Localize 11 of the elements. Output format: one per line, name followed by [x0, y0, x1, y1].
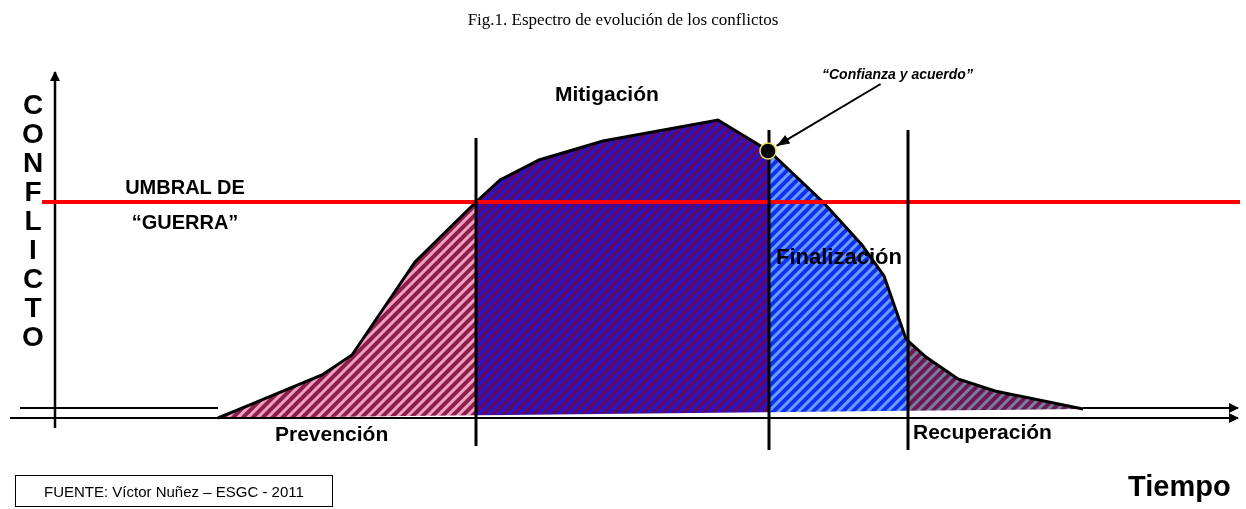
- phase-label: Recuperación: [913, 420, 1052, 444]
- threshold-label: UMBRAL DE “GUERRA”: [124, 175, 246, 235]
- leader-line: [775, 83, 882, 147]
- axis-title: Tiempo: [1128, 470, 1231, 503]
- figure-title: Fig.1. Espectro de evolución de los conflictos: [466, 10, 780, 30]
- marker-dot: [759, 142, 777, 160]
- source-note: FUENTE: Víctor Nuñez – ESGC - 2011: [15, 475, 333, 507]
- axis-title: CONFLICTO: [22, 90, 44, 351]
- callout-text: “Confianza y acuerdo”: [822, 66, 973, 82]
- phase-label: Mitigación: [555, 82, 659, 106]
- phase-label: Prevención: [275, 422, 389, 446]
